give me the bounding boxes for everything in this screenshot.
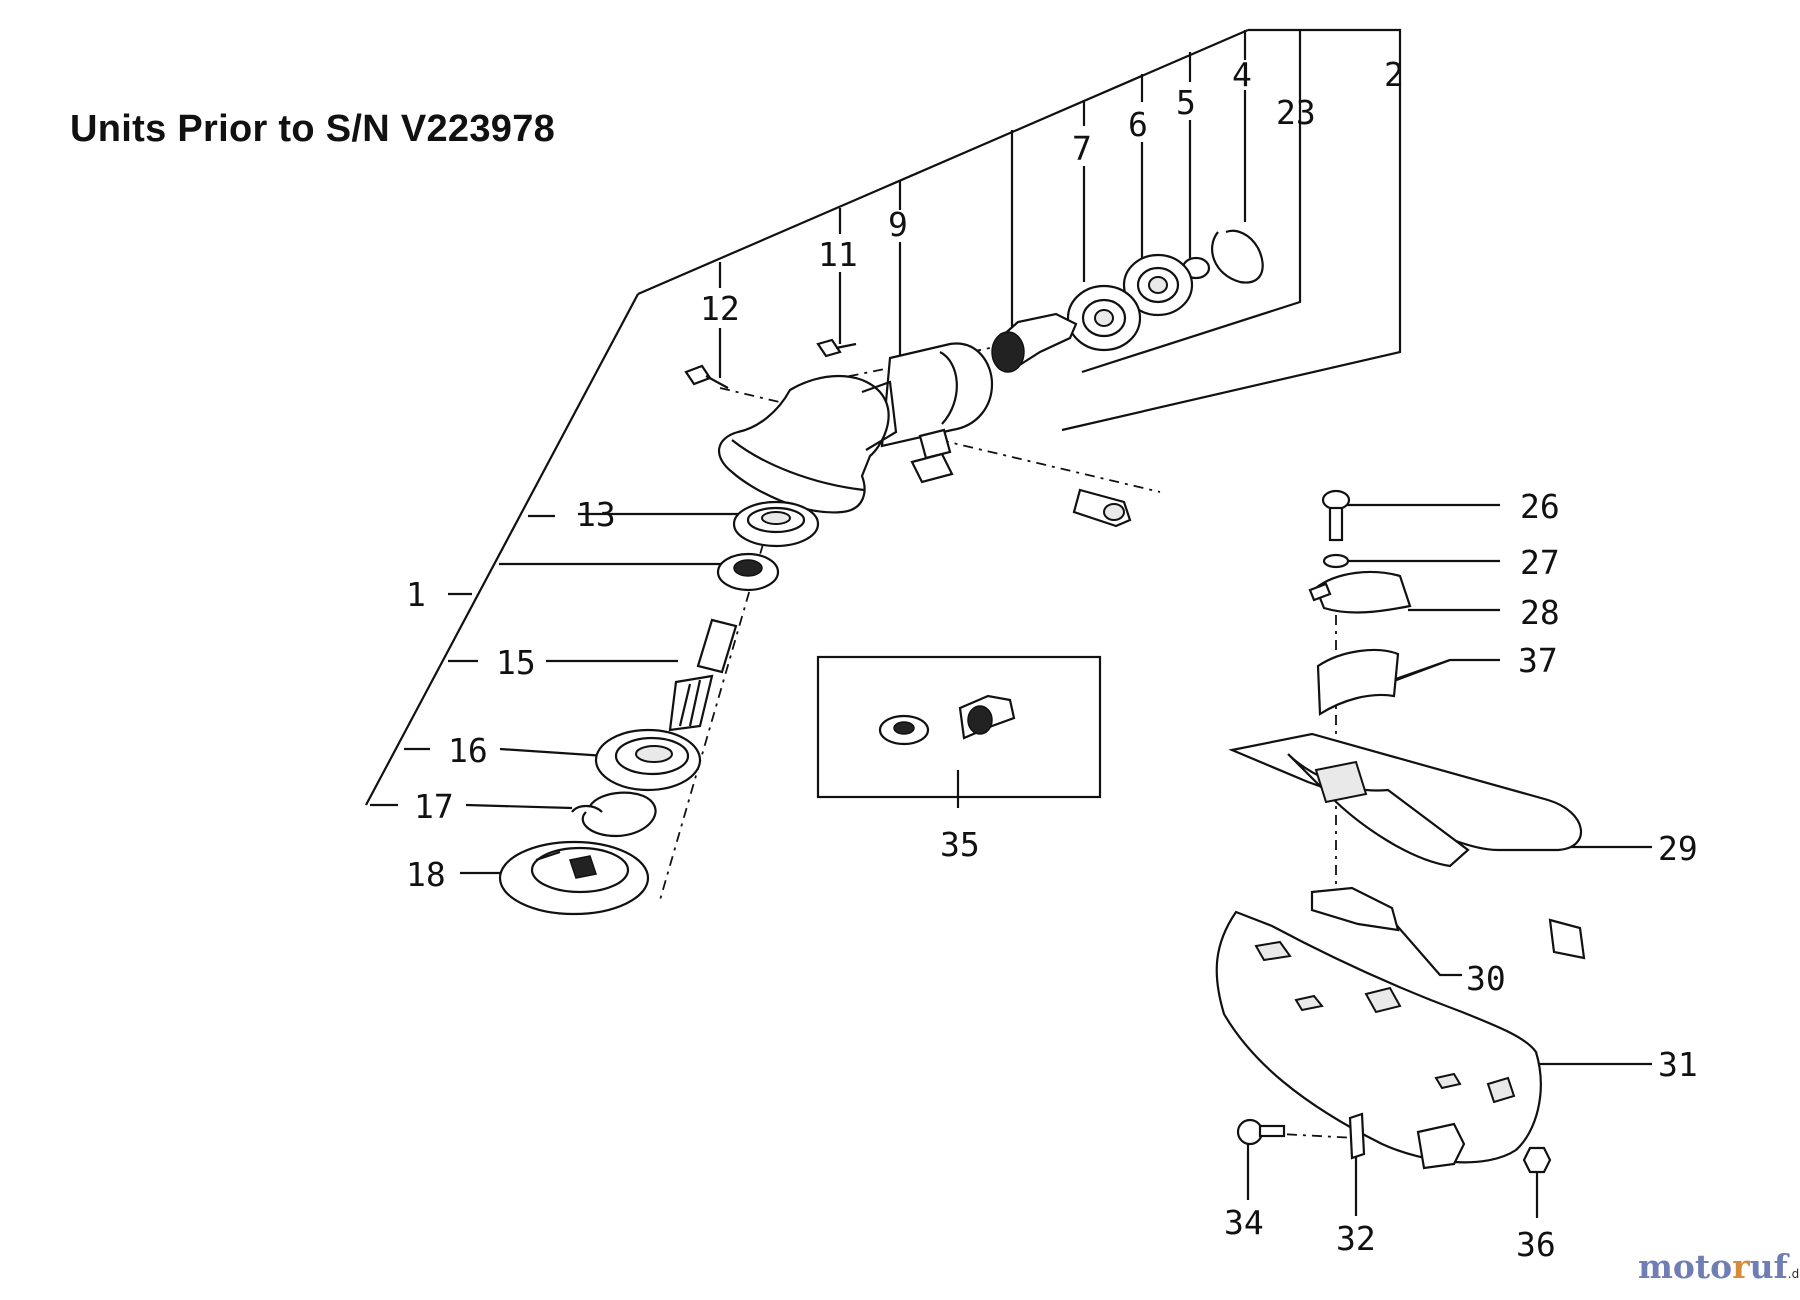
callout-37: 37	[1518, 641, 1558, 680]
callout-numbers: 2 4 5 6 7 9 11 12 13 1 15 16 17 18 23 26…	[406, 55, 1698, 1264]
callout-31: 31	[1658, 1045, 1698, 1084]
callout-12: 12	[700, 289, 740, 328]
leader-23	[1081, 30, 1302, 374]
callout-17: 17	[414, 787, 454, 826]
diagram-title: Units Prior to S/N V223978	[70, 108, 556, 150]
part-gearcase-head	[717, 375, 890, 514]
callout-11: 11	[818, 235, 858, 274]
callout-9: 9	[888, 205, 908, 244]
part-32-plate	[1348, 1112, 1366, 1160]
callout-27: 27	[1520, 543, 1560, 582]
callout-13: 13	[576, 495, 616, 534]
leader-lines	[365, 28, 1652, 1218]
callout-6: 6	[1128, 105, 1148, 144]
part-30-plate	[1310, 886, 1400, 932]
callout-34: 34	[1224, 1203, 1264, 1242]
part-4-circlip	[1211, 229, 1264, 284]
callout-23: 23	[1276, 93, 1316, 132]
watermark-logo: motoruf.de	[1638, 1247, 1800, 1286]
callout-35: 35	[940, 825, 980, 864]
callout-32: 32	[1336, 1219, 1376, 1258]
part-31-guard	[1215, 910, 1542, 1164]
part-9-housing	[880, 342, 994, 448]
callout-15: 15	[496, 643, 536, 682]
callout-29: 29	[1658, 829, 1698, 868]
leader-16	[499, 747, 607, 758]
callout-1: 1	[406, 575, 426, 614]
part-15-shaft	[696, 618, 738, 674]
kit-35-box	[816, 655, 1102, 799]
guard-assembly	[1215, 489, 1586, 1174]
callout-4: 4	[1232, 55, 1252, 94]
part-17-circlip	[581, 791, 657, 838]
part-12-screw	[684, 364, 712, 386]
callout-36: 36	[1516, 1225, 1556, 1264]
lower-shaft-parts	[498, 500, 820, 916]
callout-30: 30	[1466, 959, 1506, 998]
gear-case-assembly	[684, 229, 1264, 528]
leader-left-edge	[365, 293, 639, 806]
callout-28: 28	[1520, 593, 1560, 632]
callout-26: 26	[1520, 487, 1560, 526]
leader-30	[1391, 919, 1462, 977]
callout-7: 7	[1072, 129, 1092, 168]
callout-16: 16	[448, 731, 488, 770]
part-28-clamp	[1314, 570, 1412, 614]
leader-top-edge	[637, 28, 1249, 296]
callout-2: 2	[1384, 55, 1404, 94]
part-11-screw	[816, 338, 842, 358]
part-26-bolt	[1321, 489, 1351, 511]
part-27-washer	[1322, 553, 1350, 569]
leader-2	[1061, 28, 1402, 432]
callout-5: 5	[1176, 83, 1196, 122]
part-36-nut	[1522, 1146, 1552, 1174]
part-34-screw	[1236, 1118, 1264, 1146]
part-37-collar	[1316, 648, 1400, 716]
leader-17	[465, 803, 573, 810]
callout-18: 18	[406, 855, 446, 894]
